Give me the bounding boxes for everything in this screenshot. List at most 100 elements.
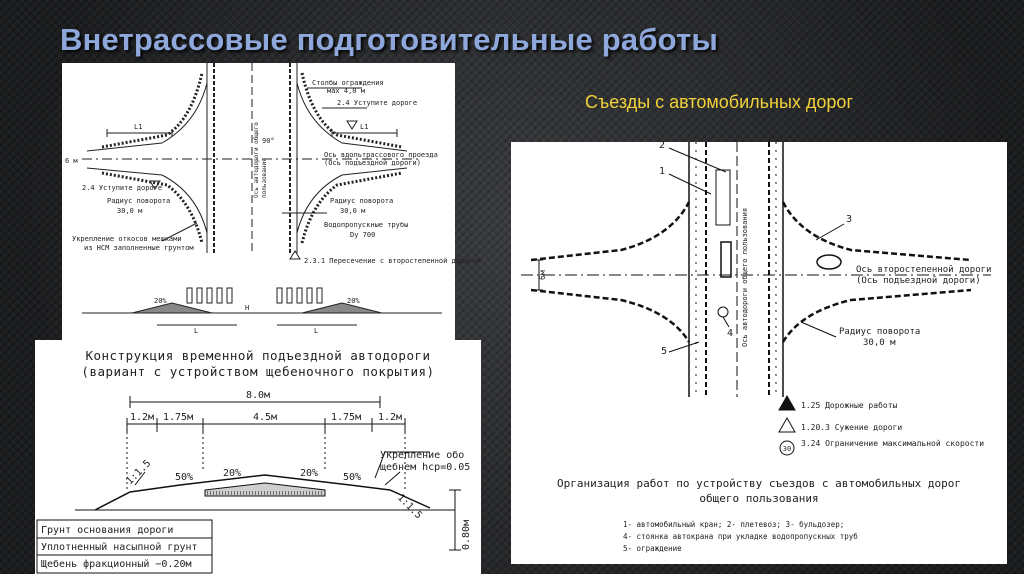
label-secondary-axis-1: Ось вдольтрассового проезда [324,151,438,159]
gravel-layer [204,482,326,497]
label-culverts: Водопропускные трубы [324,221,408,229]
secondary-road-bottom [86,167,208,234]
sign-icon-narrowing [778,416,796,433]
label-posts: Столбы ограждения [312,79,384,87]
ramp-right-top [781,201,972,262]
secondary-road-bottom-right [296,167,408,234]
label-sign-24-bottom: 2.4 Уступите дороге [82,184,162,192]
crane-1 [715,169,731,226]
cross-section-title-1: Конструкция временной подъездной автодор… [85,348,430,363]
secondary-road-top-right [296,82,408,152]
reinforcement-leader [374,451,430,479]
sign-speed-value: 30 [783,445,791,453]
label-slopes-1: Укрепление откосов мешками [72,235,182,243]
cross-section-legend: Грунт основания дороги Уплотненный насып… [36,519,213,574]
label-main-axis-1: Ось автодороги общего [253,122,260,198]
radius-value: 30,0 м [863,338,896,348]
label-width-6m: 6 м [65,157,78,165]
caption-line-1: Организация работ по устройству съездов … [557,477,961,490]
sign-giveway-bottom [149,180,161,190]
sign-icon-speed-limit [779,440,795,456]
callout-1: 1 [659,166,665,177]
ramp-works-organization-drawing: 1 2 3 4 5 6м Ось автодороги общего польз… [511,140,1007,564]
dim-left-lane: 1.75м [163,412,193,423]
slope-marker-left [134,471,146,486]
dim-extension-lines [126,432,406,490]
sign-icon-roadworks [778,394,796,411]
secondary-road-top [86,82,208,152]
label-slope-left: 20% [154,297,167,305]
dim-l1-right [331,129,398,137]
slope-center-right: 20% [300,468,318,479]
sign-label-narrowing: 1.20.3 Сужение дороги [801,423,902,432]
slope-left-outer: 1:1.5 [124,458,153,487]
ramp-left-top [530,201,691,262]
sign-giveway-top [346,120,358,130]
slope-marker-right [384,471,401,486]
profile-right-fill [301,302,383,314]
cross-section-svg: Конструкция временной подъездной автодор… [36,348,472,574]
leader-5 [668,341,700,353]
sign-231 [289,250,301,260]
label-sign-24-top: 2.4 Уступите дороге [337,99,417,107]
leader-4 [722,316,730,328]
intersection-plan-drawing: Столбы ограждения мах 4,0 м 2.4 Уступите… [62,63,481,341]
sign-label-roadworks: 1.25 Дорожные работы [801,400,898,410]
intersection-plan-svg: Столбы ограждения мах 4,0 м 2.4 Уступите… [65,63,481,335]
reinforcement-label-1: Укрепление обо [380,449,464,461]
width-dim [535,259,543,291]
width-label: 6м [538,270,547,280]
leader-3 [815,223,845,241]
dim-right-edge: 1.2м [378,412,402,423]
ramp-left-bottom [530,288,691,343]
profile-left-fill [131,302,213,314]
road-cross-section-drawing: Конструкция временной подъездной автодор… [35,340,481,574]
slope-right-outer: 1:1.5 [395,492,424,521]
slope-left-inner: 50% [175,472,193,483]
ramp-right-bottom [781,288,972,343]
crane-stand-4 [717,306,729,318]
label-h: H [245,304,249,312]
leader-2 [668,147,727,173]
leader-slopes [161,222,198,242]
label-sign-231: 2.3.1 Пересечение с второстепенной дорог… [304,257,481,265]
label-l-right: L [314,327,318,335]
sign-label-speed-limit: 3.24 Ограничение максимальной скорости [801,439,984,448]
dim-ticks [126,396,406,432]
slope-right-inner: 50% [343,472,361,483]
callout-2: 2 [659,140,665,151]
label-main-axis-2: пользования [261,158,268,198]
caption-line-2: общего пользования [699,492,818,505]
dim-total: 8.0м [246,390,270,401]
label-posts-spacing: мах 4,0 м [327,87,366,95]
bulldozer-3 [816,254,842,270]
label-l1-left: L1 [134,123,142,131]
main-axis-label: Ось автодороги общего пользования [741,208,749,347]
truck-2 [720,241,732,278]
legend-line-2: 4- стоянка автокрана при укладке водопро… [623,532,858,541]
callout-3: 3 [846,214,852,225]
embankment-outline [94,474,431,511]
depth-label: 0.80м [461,520,472,550]
label-radius-left-value: 30,0 м [117,207,143,215]
slide-subtitle: Съезды с автомобильных дорог [585,92,854,112]
slope-center-left: 20% [223,468,241,479]
label-radius-right: Радиус поворота [330,197,393,205]
secondary-axis-label-1: Ось второстепенной дороги [856,265,991,275]
depth-dim [449,489,461,551]
dim-l1-left [106,129,173,137]
dim-left-edge: 1.2м [130,412,154,423]
legend-item-gravel: Щебень фракционный −0.20м [41,558,192,570]
legend-line-1: 1- автомобильный кран; 2- плетевоз; 3- б… [623,520,844,529]
leader-1 [668,173,712,195]
radius-label: Радиус поворота [839,327,920,337]
dim-right-lane: 1.75м [331,412,361,423]
dim-center: 4.5м [253,412,277,423]
embankment-left-top [101,72,204,149]
leader-radius [800,321,837,338]
legend-item-ground: Грунт основания дороги [41,525,173,536]
label-secondary-axis-2: (Ось подъездной дороги) [324,159,421,167]
callout-5: 5 [661,346,667,357]
label-slope-right: 20% [347,297,360,305]
label-l-left: L [194,327,198,335]
